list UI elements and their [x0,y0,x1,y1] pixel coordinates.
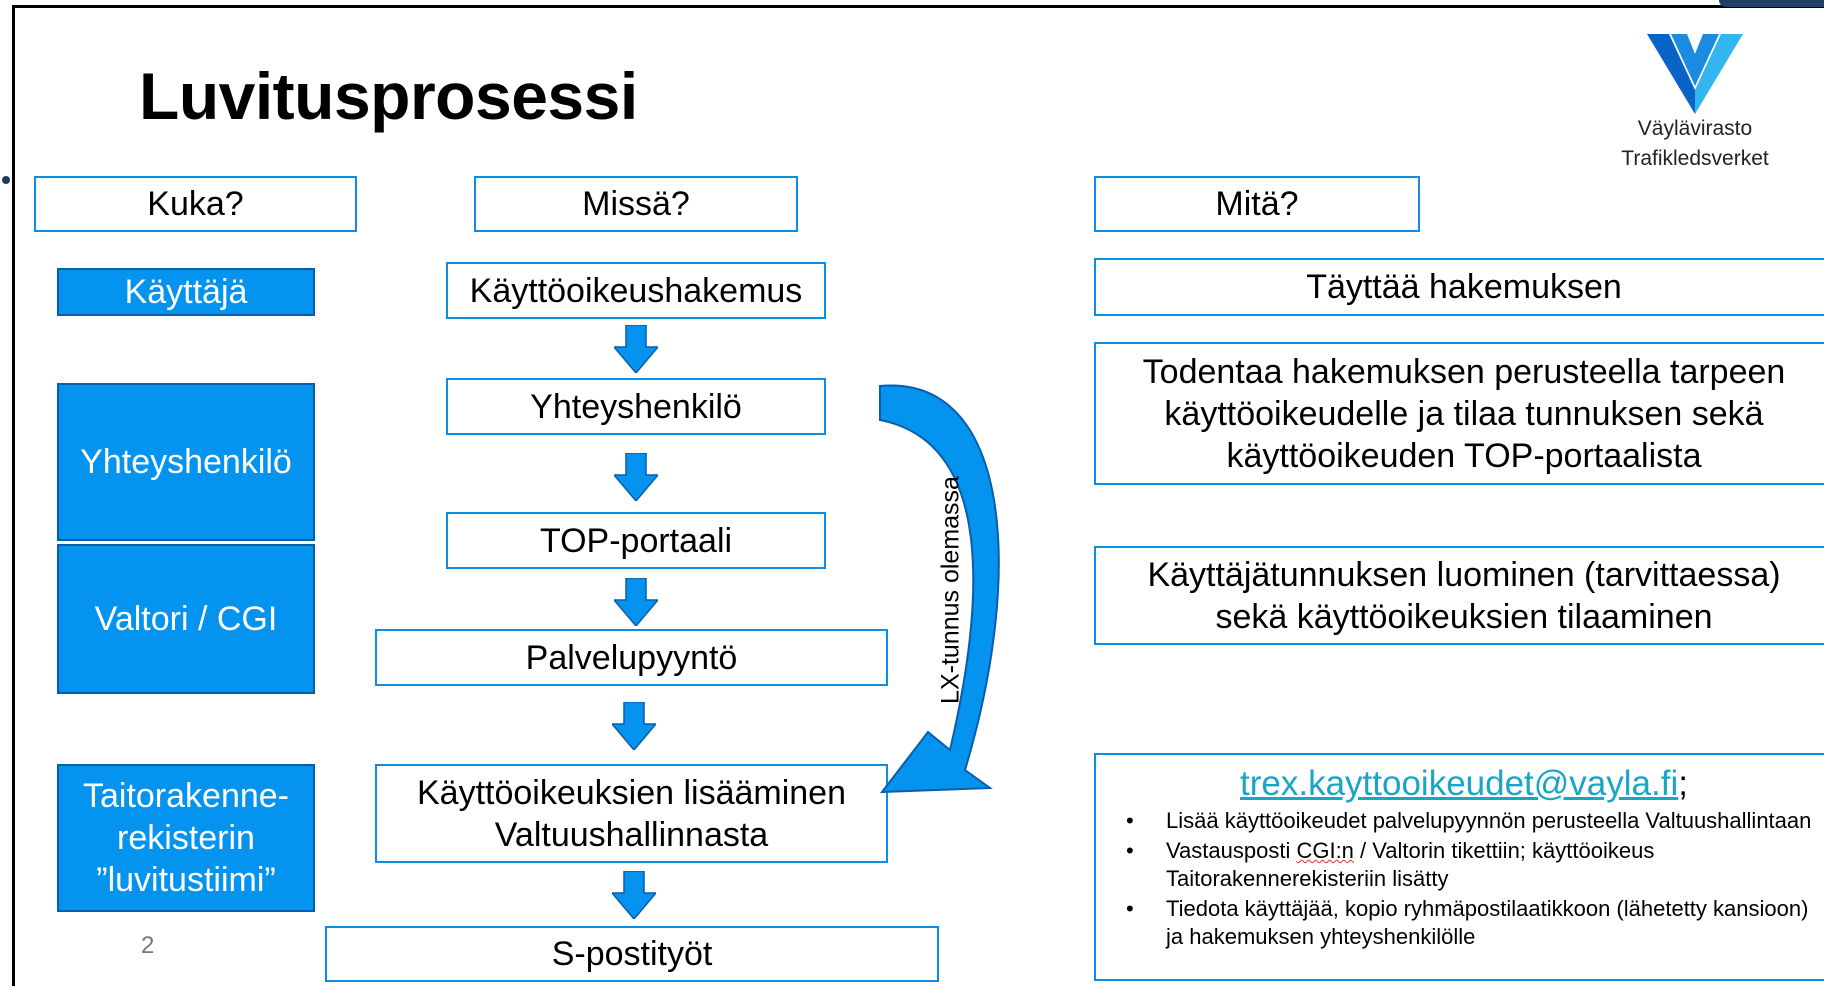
step-top-portaali: TOP-portaali [446,512,826,569]
email-suffix: ; [1678,764,1688,803]
action-list: Lisää käyttöoikeudet palvelupyynnön peru… [1108,807,1820,951]
who-luvitustiimi-line3: ”luvitustiimi” [96,861,276,899]
what-email-box: trex.kayttooikeudet@vayla.fi; Lisää käyt… [1094,753,1824,981]
corner-decoration [1719,0,1824,7]
what-todentaa-line3: käyttöoikeuden TOP-portaalista [1226,436,1702,475]
curved-arrow-icon [879,384,1000,794]
step-palvelupyynto: Palvelupyyntö [375,629,888,686]
what-luominen-line1: Käyttäjätunnuksen luominen (tarvittaessa… [1147,555,1781,594]
step-lisaaminen-line2: Valtuushallinnasta [494,815,769,854]
who-valtori-cgi: Valtori / CGI [57,544,315,694]
who-kayttaja: Käyttäjä [57,268,315,316]
what-todentaa-line2: käyttöoikeudelle ja tilaa tunnuksen sekä [1164,394,1764,433]
step-kayttooikeushakemus: Käyttöoikeushakemus [446,262,826,319]
down-arrow-icon [612,702,656,750]
who-luvitustiimi-line1: Taitorakenne- [82,777,289,815]
down-arrow-icon [614,325,658,373]
header-who: Kuka? [34,176,357,232]
header-what: Mitä? [1094,176,1420,232]
step-s-postityot: S-postityöt [325,926,939,982]
slide-frame [12,5,1824,986]
curve-label: LX-tunnus olemassa [936,476,965,704]
what-todentaa-line1: Todentaa hakemuksen perusteella tarpeen [1142,352,1786,391]
email-line: trex.kayttooikeudet@vayla.fi; [1108,763,1820,805]
header-where: Missä? [474,176,798,232]
page-title: Luvitusprosessi [139,59,638,133]
step-yhteyshenkilo: Yhteyshenkilö [446,378,826,435]
down-arrow-icon [614,453,658,501]
bullet-dot [2,176,10,184]
step-kayttooikeuksien-lisaaminen: Käyttöoikeuksien lisääminen Valtuushalli… [375,764,888,863]
list-item-part: / Valtorin tikettiin; käyttöoikeus Taito… [1166,838,1655,891]
logo-text-sv: Trafikledsverket [1621,147,1769,170]
logo-text-fi: Väylävirasto [1637,117,1753,140]
who-luvitustiimi-line2: rekisterin [117,819,255,857]
down-arrow-icon [612,871,656,919]
what-luominen-line2: sekä käyttöoikeuksien tilaaminen [1215,597,1713,636]
list-item-part: CGI:n [1296,838,1354,863]
email-link[interactable]: trex.kayttooikeudet@vayla.fi [1240,764,1679,803]
page-number: 2 [141,932,155,959]
down-arrow-icon [614,578,658,626]
list-item: Lisää käyttöoikeudet palvelupyynnön peru… [1126,807,1820,835]
list-item-part: Vastausposti [1166,838,1297,863]
logo-v-icon [1647,34,1743,114]
list-item: Vastausposti CGI:n / Valtorin tikettiin;… [1126,837,1820,893]
step-lisaaminen-line1: Käyttöoikeuksien lisääminen [416,773,847,812]
who-yhteyshenkilo: Yhteyshenkilö [57,383,315,541]
vaylavirasto-logo: Väylävirasto Trafikledsverket [1580,34,1810,174]
what-luominen: Käyttäjätunnuksen luominen (tarvittaessa… [1094,546,1824,645]
what-todentaa: Todentaa hakemuksen perusteella tarpeen … [1094,342,1824,485]
who-luvitustiimi: Taitorakenne- rekisterin ”luvitustiimi” [57,764,315,912]
list-item: Tiedota käyttäjää, kopio ryhmäpostilaati… [1126,895,1820,951]
what-taytta-hakemuksen: Täyttää hakemuksen [1094,258,1824,316]
